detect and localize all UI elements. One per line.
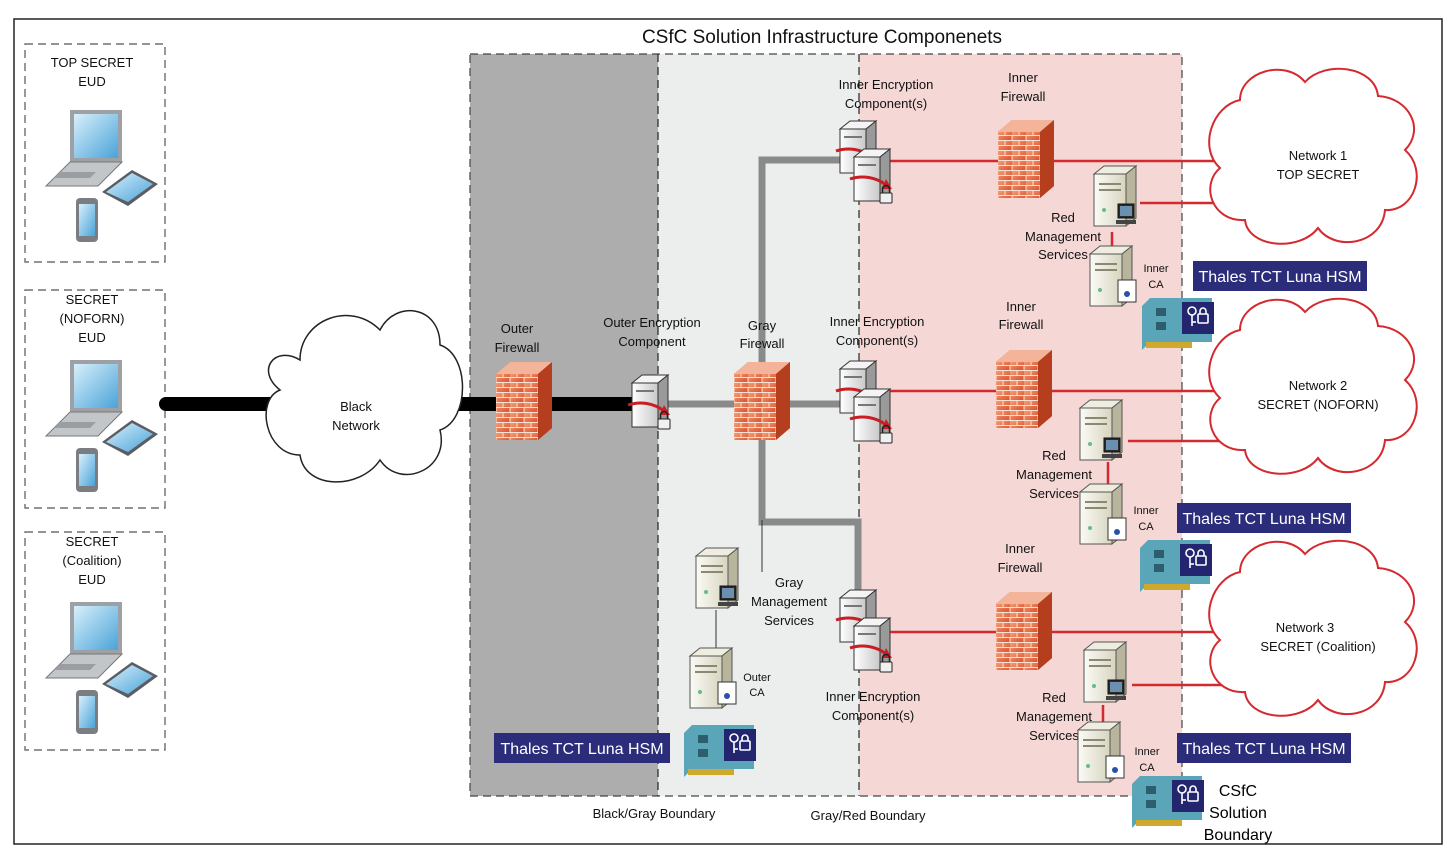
hsm-label: Thales TCT Luna HSM [1182, 741, 1345, 758]
inner-ca-server-icon [1078, 722, 1124, 782]
gray-firewall-icon [734, 362, 790, 440]
outer-encryption-icon [626, 373, 672, 431]
red-mgmt-label-line1: Red [1042, 690, 1066, 705]
eud-label-line2: (Coalition) [62, 553, 121, 568]
inner-firewall-label-line1: Inner [1006, 299, 1036, 314]
inner-ca-label-line1: Inner [1143, 263, 1168, 275]
red-mgmt-label-line2: Management [1016, 467, 1092, 482]
inner-encryption-label-line2: Component(s) [832, 708, 914, 723]
hsm-card-icon [1141, 297, 1215, 351]
eud-label-line2: EUD [78, 74, 105, 89]
red-management-server-icon [1094, 166, 1136, 226]
red-mgmt-label-line3: Services [1029, 486, 1079, 501]
gray-mgmt-label-line1: Gray [775, 575, 804, 590]
inner-ca-label-line2: CA [1139, 762, 1155, 774]
outer-ca-server-icon [690, 648, 736, 708]
red-mgmt-label-line2: Management [1025, 229, 1101, 244]
inner-firewall-label-line2: Firewall [998, 560, 1043, 575]
red-mgmt-label-line1: Red [1042, 448, 1066, 463]
inner-encryption-label-line2: Component(s) [845, 96, 927, 111]
hsm-label: Thales TCT Luna HSM [1198, 269, 1361, 286]
eud-label-line3: EUD [78, 330, 105, 345]
hsm-label-box [494, 733, 670, 763]
eud-label-line2: (NOFORN) [60, 311, 125, 326]
outer-ca-label-line1: Outer [743, 672, 771, 684]
outer-firewall-label-line2: Firewall [495, 340, 540, 355]
laptop-tablet-phone-icon [45, 359, 159, 493]
black-network-label-line2: Network [332, 418, 380, 433]
red-mgmt-label-line2: Management [1016, 709, 1092, 724]
eud-secret-coalition: SECRET (Coalition) EUD [24, 531, 166, 751]
laptop-tablet-phone-icon [45, 601, 159, 735]
network-label-line1: Network 1 [1289, 148, 1348, 163]
eud-top-secret: TOP SECRET EUD [24, 43, 166, 263]
black-network-cloud: Black Network [265, 310, 464, 483]
red-mgmt-label-line3: Services [1038, 247, 1088, 262]
hsm-label-box [1177, 733, 1351, 763]
hsm-label: Thales TCT Luna HSM [1182, 511, 1345, 528]
inner-encryption-label-line1: Inner Encryption [839, 77, 934, 92]
inner-encryption-label-line1: Inner Encryption [830, 314, 925, 329]
eud-label-line1: SECRET [66, 534, 119, 549]
inner-encryption-label-line1: Inner Encryption [826, 689, 921, 704]
outer-firewall-icon [496, 362, 552, 440]
network-cloud-3: Network 3 SECRET (Coalition) [1208, 539, 1418, 717]
red-management-server-icon [1084, 642, 1126, 702]
network-label-line2: TOP SECRET [1277, 167, 1360, 182]
network-label-line1: Network 3 [1276, 620, 1335, 635]
diagram-title: CSfC Solution Infrastructure Componenets [642, 27, 1002, 48]
inner-firewall-label-line1: Inner [1005, 541, 1035, 556]
inner-firewall-icon [998, 120, 1054, 198]
network-cloud-2: Network 2 SECRET (NOFORN) [1208, 297, 1418, 475]
inner-encryption-label-line2: Component(s) [836, 333, 918, 348]
outer-frame [13, 18, 1443, 845]
hsm-label: Thales TCT Luna HSM [500, 741, 663, 758]
black-gray-boundary-label: Black/Gray Boundary [593, 806, 716, 821]
csfc-boundary-label-line1: CSfC [1219, 783, 1257, 800]
inner-firewall-label-line1: Inner [1008, 70, 1038, 85]
inner-ca-label-line2: CA [1138, 521, 1154, 533]
red-links [890, 159, 1225, 722]
outer-ca-label-line2: CA [749, 687, 765, 699]
laptop-tablet-phone-icon [45, 109, 159, 243]
black-network-label-line1: Black [340, 399, 372, 414]
outer-firewall-label-line1: Outer [501, 321, 534, 336]
network-label-line2: SECRET (Coalition) [1260, 639, 1375, 654]
inner-firewall-icon [996, 592, 1052, 670]
network-label-line2: SECRET (NOFORN) [1257, 397, 1378, 412]
gray-mgmt-label-line2: Management [751, 594, 827, 609]
gray-red-boundary-label: Gray/Red Boundary [811, 808, 926, 823]
hsm-label-box [1193, 261, 1367, 291]
inner-ca-server-icon [1080, 484, 1126, 544]
csfc-boundary-label-line3: Boundary [1204, 827, 1273, 844]
red-mgmt-label-line1: Red [1051, 210, 1075, 225]
inner-firewall-icon [996, 350, 1052, 428]
inner-ca-label-line2: CA [1148, 279, 1164, 291]
csfc-solution-boundary [469, 53, 1183, 797]
red-management-server-icon [1080, 400, 1122, 460]
inner-firewall-label-line2: Firewall [1001, 89, 1046, 104]
hsm-card-icon [1139, 539, 1213, 593]
gray-mgmt-label-line3: Services [764, 613, 814, 628]
outer-encryption-label-line2: Component [618, 334, 686, 349]
network-cloud-1: Network 1 TOP SECRET [1208, 67, 1418, 245]
hsm-label-box [1177, 503, 1351, 533]
inner-ca-label-line1: Inner [1133, 505, 1158, 517]
inner-ca-label-line1: Inner [1134, 746, 1159, 758]
eud-secret-noforn: SECRET (NOFORN) EUD [24, 289, 166, 509]
eud-label-line3: EUD [78, 572, 105, 587]
eud-label-line1: TOP SECRET [51, 55, 134, 70]
inner-ca-server-icon [1090, 246, 1136, 306]
gray-firewall-label-line1: Gray [748, 318, 777, 333]
eud-label-line1: SECRET [66, 292, 119, 307]
outer-encryption-label-line1: Outer Encryption [603, 315, 701, 330]
inner-firewall-label-line2: Firewall [999, 317, 1044, 332]
gray-management-server-icon [696, 548, 738, 608]
hsm-card-icon [1131, 775, 1205, 829]
csfc-boundary-label-line2: Solution [1209, 805, 1267, 822]
gray-firewall-label-line2: Firewall [740, 336, 785, 351]
network-label-line1: Network 2 [1289, 378, 1348, 393]
red-mgmt-label-line3: Services [1029, 728, 1079, 743]
